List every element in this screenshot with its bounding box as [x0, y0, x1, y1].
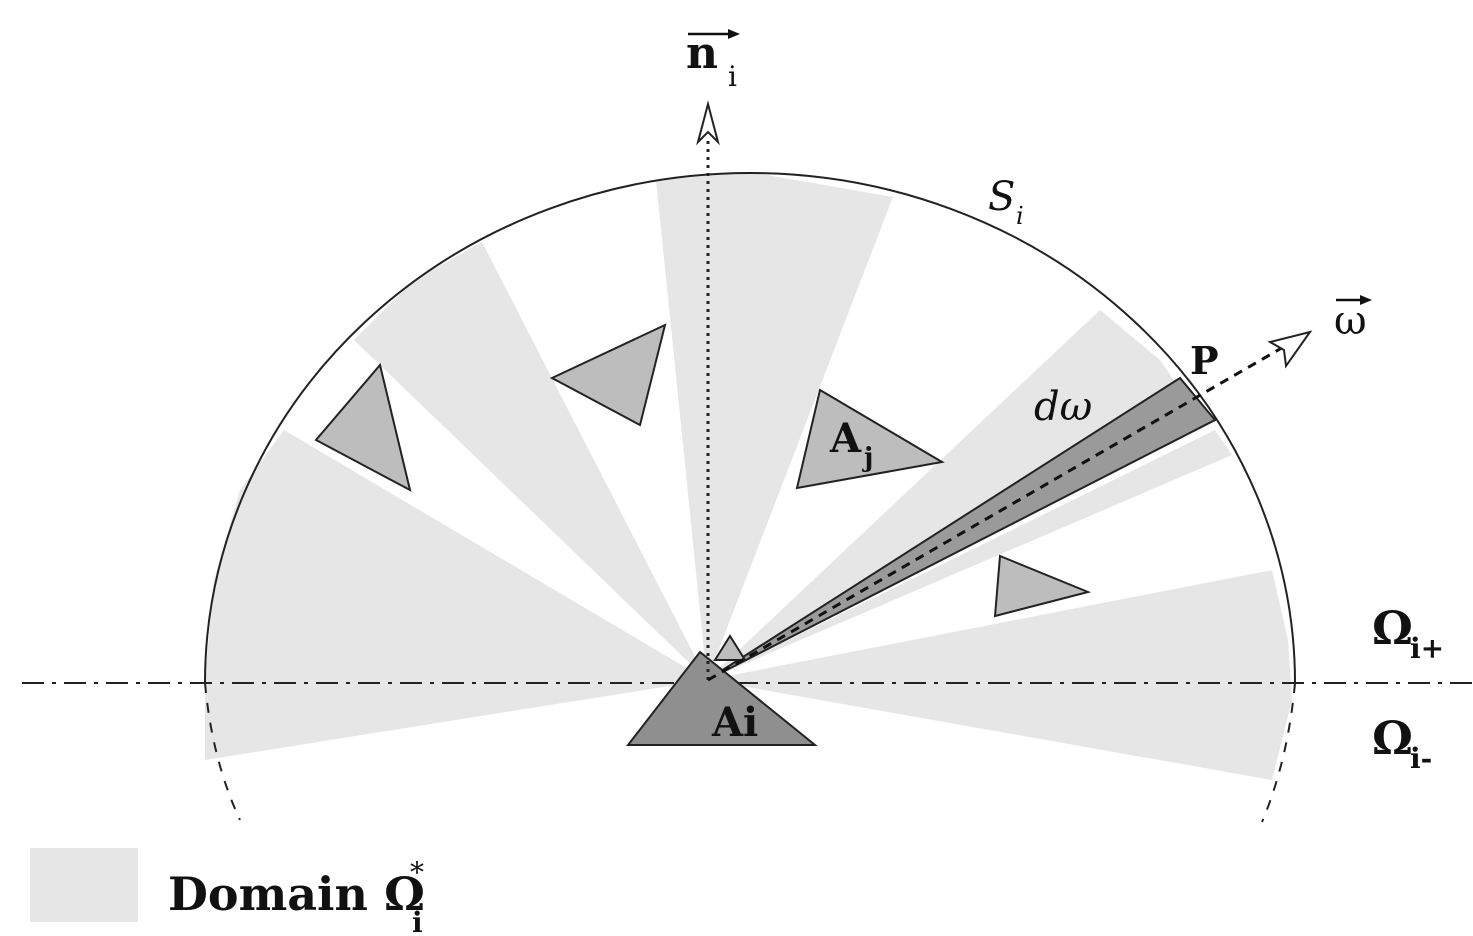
legend-superscript: *	[410, 856, 424, 889]
upper-half-label: Ω	[1372, 601, 1413, 655]
patch-ai-tip	[713, 634, 747, 661]
patch-aj-subscript: j	[862, 443, 873, 473]
domain-wedge-left	[205, 430, 707, 680]
domain-wedge-right-mid	[707, 430, 1232, 680]
point-label: P	[1190, 338, 1219, 383]
normal-subscript: i	[728, 60, 737, 93]
hemisphere-subscript: i	[1016, 202, 1024, 230]
upper-half-subscript: i+	[1410, 632, 1444, 665]
direction-arrowhead	[1267, 330, 1313, 369]
domain-wedge-top	[656, 172, 893, 680]
normal-label: n	[686, 28, 718, 79]
legend-subscript: i	[412, 906, 423, 936]
occluder-upper-left	[549, 323, 667, 427]
hemisphere-arc-lower-left	[204, 682, 241, 821]
lower-half-label: Ω	[1372, 711, 1413, 765]
hemisphere-arc	[204, 172, 1296, 684]
patch-ai	[625, 650, 818, 746]
domain-wedge-upper-left	[354, 242, 707, 680]
solid-angle-cone	[706, 376, 1217, 681]
patch-aj	[795, 388, 945, 490]
solid-angle-label: dω	[1034, 384, 1092, 430]
legend-text: Domain Ω	[168, 867, 425, 921]
hemisphere-arc-lower-right	[1261, 682, 1296, 823]
occluder-right	[993, 554, 1092, 618]
patch-aj-label: A	[829, 415, 862, 462]
hemisphere-label: S	[988, 174, 1015, 220]
overbar-n	[688, 29, 740, 39]
direction-label: ω	[1334, 298, 1367, 344]
patch-ai-label: Ai	[711, 699, 758, 746]
domain-wedge-left-low	[205, 680, 707, 760]
domain-wedges	[205, 172, 1292, 780]
domain-wedge-right-upper	[707, 310, 1205, 680]
normal-arrowhead	[696, 100, 720, 146]
legend-swatch	[30, 848, 138, 922]
domain-wedge-right-low	[707, 570, 1292, 780]
overbar-omega	[1336, 295, 1372, 305]
occluder-far-left	[314, 362, 412, 492]
lower-half-subscript: i-	[1410, 742, 1432, 775]
direction-line	[707, 340, 1293, 682]
